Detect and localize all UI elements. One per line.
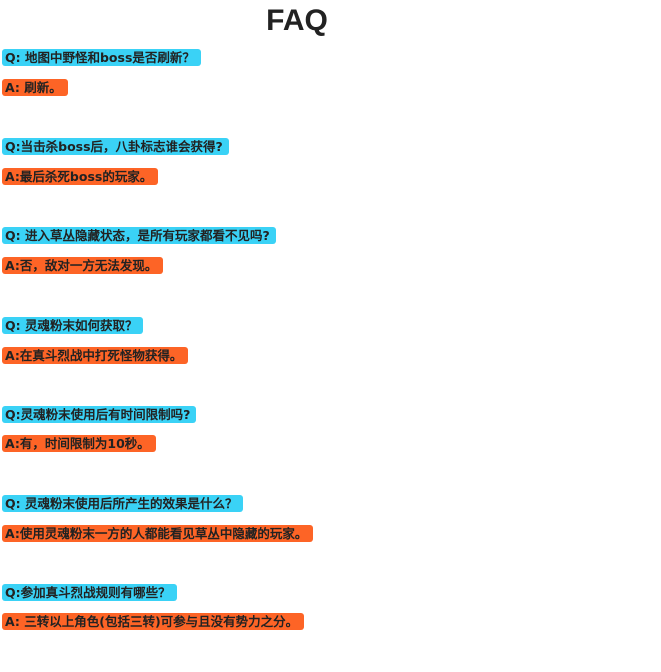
faq-answer: A:最后杀死boss的玩家。: [2, 168, 159, 185]
faq-question: Q: 地图中野怪和boss是否刷新？: [2, 49, 201, 66]
faq-question: Q:参加真斗烈战规则有哪些？: [2, 584, 177, 601]
page-title: FAQ: [266, 4, 328, 37]
faq-answer: A: 刷新。: [2, 79, 68, 96]
faq-answer: A: 三转以上角色(包括三转)可参与且没有势力之分。: [2, 613, 305, 630]
faq-answer: A:在真斗烈战中打死怪物获得。: [2, 347, 189, 364]
faq-question: Q: 灵魂粉末使用后所产生的效果是什么？: [2, 495, 244, 512]
faq-question: Q: 进入草丛隐藏状态，是所有玩家都看不见吗?: [2, 227, 276, 244]
faq-answer: A:使用灵魂粉末一方的人都能看见草丛中隐藏的玩家。: [2, 525, 314, 542]
faq-question: Q: 灵魂粉末如何获取？: [2, 317, 144, 334]
faq-question: Q:当击杀boss后，八卦标志谁会获得?: [2, 138, 229, 155]
faq-question: Q:灵魂粉末使用后有时间限制吗?: [2, 406, 197, 423]
faq-answer: A:否，敌对一方无法发现。: [2, 257, 164, 274]
faq-answer: A:有，时间限制为10秒。: [2, 435, 156, 452]
